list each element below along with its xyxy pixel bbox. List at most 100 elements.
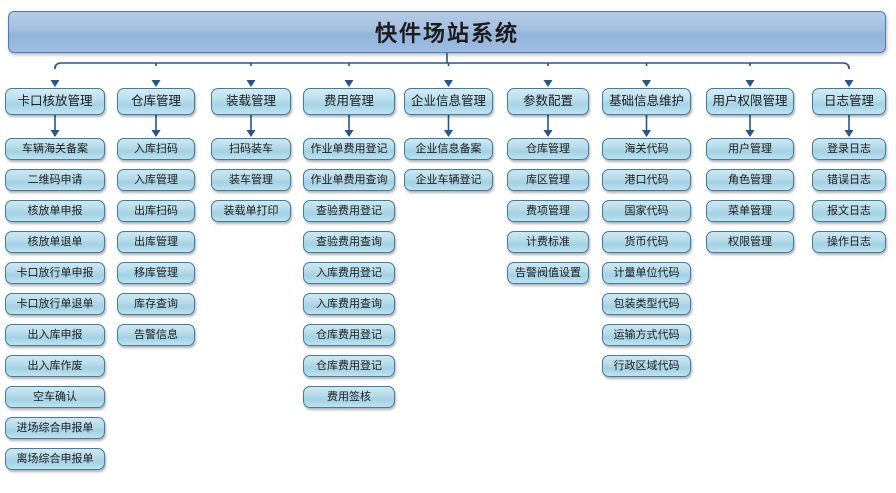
menu-item-label: 扫码装车 (229, 142, 273, 155)
menu-item-col-4-8[interactable]: 仓库费用登记 (303, 355, 395, 377)
menu-item-col-1-9[interactable]: 空车确认 (5, 386, 105, 408)
menu-item-label: 费用签核 (327, 390, 371, 403)
menu-item-col-9-2[interactable]: 错误日志 (812, 169, 886, 191)
menu-item-col-4-7[interactable]: 仓库费用登记 (303, 324, 395, 346)
column-col-8: 用户权限管理用户管理角色管理菜单管理权限管理 (706, 88, 794, 253)
menu-item-col-2-2[interactable]: 入库管理 (117, 169, 195, 191)
menu-item-col-5-1[interactable]: 企业信息备案 (404, 138, 493, 160)
menu-item-col-7-5[interactable]: 计量单位代码 (602, 262, 691, 284)
menu-item-col-4-3[interactable]: 查验费用登记 (303, 200, 395, 222)
menu-item-col-1-2[interactable]: 二维码申请 (5, 169, 105, 191)
menu-item-col-3-1[interactable]: 扫码装车 (211, 138, 291, 160)
menu-item-label: 报文日志 (827, 204, 871, 217)
menu-item-col-2-5[interactable]: 移库管理 (117, 262, 195, 284)
menu-item-col-9-1[interactable]: 登录日志 (812, 138, 886, 160)
menu-item-col-6-5[interactable]: 告警阀值设置 (507, 262, 589, 284)
arrowhead-child-col-2 (151, 130, 161, 137)
menu-item-col-2-3[interactable]: 出库扫码 (117, 200, 195, 222)
category-node-col-7[interactable]: 基础信息维护 (602, 88, 691, 115)
menu-item-label: 菜单管理 (728, 204, 772, 217)
category-node-col-3[interactable]: 装载管理 (211, 88, 291, 115)
category-node-col-2[interactable]: 仓库管理 (117, 88, 195, 115)
arrowhead-child-col-5 (444, 130, 453, 137)
menu-item-col-1-7[interactable]: 出入库申报 (5, 324, 105, 346)
menu-item-col-8-1[interactable]: 用户管理 (706, 138, 794, 160)
arrowhead-head-col-9 (844, 80, 854, 87)
menu-item-label: 运输方式代码 (613, 328, 680, 341)
arrowhead-child-col-7 (642, 130, 651, 137)
menu-item-col-4-2[interactable]: 作业单费用查询 (303, 169, 395, 191)
category-node-label: 费用管理 (323, 94, 374, 109)
menu-item-label: 卡口放行单退单 (16, 297, 94, 310)
menu-item-label: 仓库费用登记 (316, 328, 382, 341)
menu-item-col-2-1[interactable]: 入库扫码 (117, 138, 195, 160)
menu-item-label: 库存查询 (134, 297, 178, 310)
menu-item-col-4-5[interactable]: 入库费用登记 (303, 262, 395, 284)
menu-item-col-6-3[interactable]: 费项管理 (507, 200, 589, 222)
menu-item-label: 离场综合申报单 (16, 452, 94, 465)
menu-item-col-7-6[interactable]: 包装类型代码 (602, 293, 691, 315)
column-col-4: 费用管理作业单费用登记作业单费用查询查验费用登记查验费用查询入库费用登记入库费用… (303, 88, 395, 408)
menu-item-label: 进场综合申报单 (16, 421, 94, 434)
menu-item-col-1-5[interactable]: 卡口放行单申报 (5, 262, 105, 284)
menu-item-col-7-1[interactable]: 海关代码 (602, 138, 691, 160)
menu-item-label: 国家代码 (624, 204, 669, 217)
menu-item-col-7-4[interactable]: 货币代码 (602, 231, 691, 253)
menu-item-col-3-3[interactable]: 装载单打印 (211, 200, 291, 222)
menu-item-col-3-2[interactable]: 装车管理 (211, 169, 291, 191)
menu-item-col-4-6[interactable]: 入库费用查询 (303, 293, 395, 315)
menu-item-label: 核放单退单 (27, 235, 83, 248)
category-node-col-6[interactable]: 参数配置 (507, 88, 589, 115)
menu-item-col-5-2[interactable]: 企业车辆登记 (404, 169, 493, 191)
menu-item-col-4-4[interactable]: 查验费用查询 (303, 231, 395, 253)
menu-item-col-2-6[interactable]: 库存查询 (117, 293, 195, 315)
column-col-9: 日志管理登录日志错误日志报文日志操作日志 (812, 88, 886, 253)
root-node-label: 快件场站系统 (374, 21, 519, 46)
menu-item-label: 仓库管理 (526, 142, 570, 155)
menu-item-col-8-4[interactable]: 权限管理 (706, 231, 794, 253)
menu-item-col-1-1[interactable]: 车辆海关备案 (5, 138, 105, 160)
menu-item-label: 港口代码 (624, 173, 669, 186)
menu-item-col-8-3[interactable]: 菜单管理 (706, 200, 794, 222)
menu-item-col-7-2[interactable]: 港口代码 (602, 169, 691, 191)
menu-item-col-8-2[interactable]: 角色管理 (706, 169, 794, 191)
menu-item-col-4-1[interactable]: 作业单费用登记 (303, 138, 395, 160)
menu-item-col-1-10[interactable]: 进场综合申报单 (5, 417, 105, 439)
menu-item-col-1-4[interactable]: 核放单退单 (5, 231, 105, 253)
menu-item-label: 装车管理 (229, 173, 273, 186)
category-node-col-8[interactable]: 用户权限管理 (706, 88, 794, 115)
menu-item-col-9-3[interactable]: 报文日志 (812, 200, 886, 222)
category-node-col-4[interactable]: 费用管理 (303, 88, 395, 115)
category-node-col-5[interactable]: 企业信息管理 (404, 88, 493, 115)
root-node-system-title[interactable]: 快件场站系统 (8, 11, 886, 53)
menu-item-col-7-7[interactable]: 运输方式代码 (602, 324, 691, 346)
arrowhead-head-col-7 (642, 80, 651, 87)
menu-item-col-9-4[interactable]: 操作日志 (812, 231, 886, 253)
arrowhead-child-col-9 (844, 130, 854, 137)
category-node-col-9[interactable]: 日志管理 (812, 88, 886, 115)
menu-item-col-2-7[interactable]: 告警信息 (117, 324, 195, 346)
menu-item-col-1-6[interactable]: 卡口放行单退单 (5, 293, 105, 315)
menu-item-col-1-3[interactable]: 核放单申报 (5, 200, 105, 222)
menu-item-col-6-1[interactable]: 仓库管理 (507, 138, 589, 160)
menu-item-col-1-8[interactable]: 出入库作废 (5, 355, 105, 377)
menu-item-label: 入库费用查询 (316, 297, 382, 310)
menu-item-col-7-3[interactable]: 国家代码 (602, 200, 691, 222)
menu-item-col-2-4[interactable]: 出库管理 (117, 231, 195, 253)
menu-item-label: 查验费用查询 (316, 235, 382, 248)
menu-item-label: 用户管理 (728, 142, 772, 155)
menu-item-col-4-9[interactable]: 费用签核 (303, 386, 395, 408)
menu-item-label: 查验费用登记 (316, 204, 382, 217)
menu-item-label: 登录日志 (827, 142, 871, 155)
menu-item-col-6-2[interactable]: 库区管理 (507, 169, 589, 191)
menu-item-col-1-11[interactable]: 离场综合申报单 (5, 448, 105, 470)
menu-item-label: 角色管理 (728, 173, 772, 186)
menu-item-label: 错误日志 (827, 173, 871, 186)
category-node-label: 用户权限管理 (712, 94, 788, 109)
category-node-col-1[interactable]: 卡口核放管理 (5, 88, 105, 115)
menu-item-label: 出库扫码 (134, 204, 178, 217)
menu-item-col-6-4[interactable]: 计费标准 (507, 231, 589, 253)
menu-item-label: 企业信息备案 (415, 142, 482, 155)
menu-item-col-7-8[interactable]: 行政区域代码 (602, 355, 691, 377)
